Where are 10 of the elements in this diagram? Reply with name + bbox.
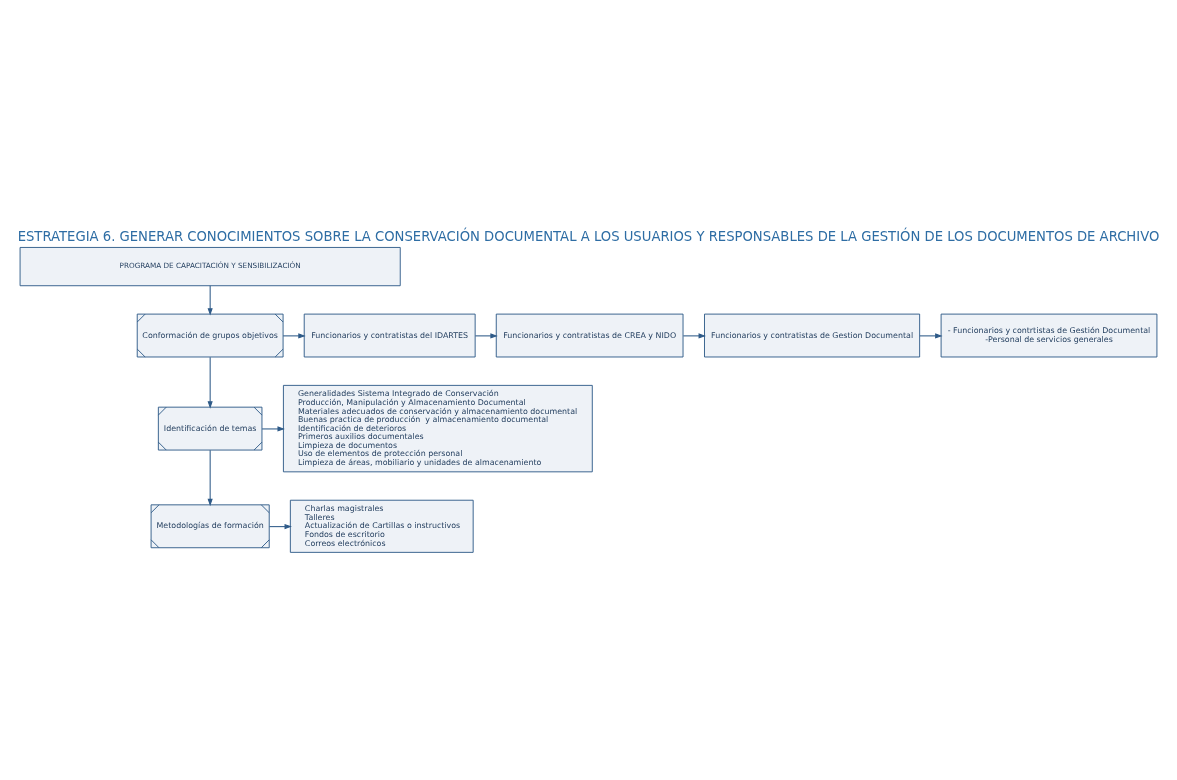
arrow [919,333,943,339]
arrow [207,285,213,316]
diagram-title: ESTRATEGIA 6. GENERAR CONOCIMIENTOS SOBRE LA CONSERVACIÓN DOCUMENTAL A LOS USUARIOS Y RESPONSABLES DE LA GESTIÓN DE LOS DOCUMENTOS DE ARCHIVO [17,228,1160,244]
arrow [207,356,213,409]
arrow [268,524,292,530]
arrow [682,333,706,339]
arrow [261,426,285,432]
arrow [207,449,213,507]
arrow [474,333,498,339]
arrow [282,333,306,339]
